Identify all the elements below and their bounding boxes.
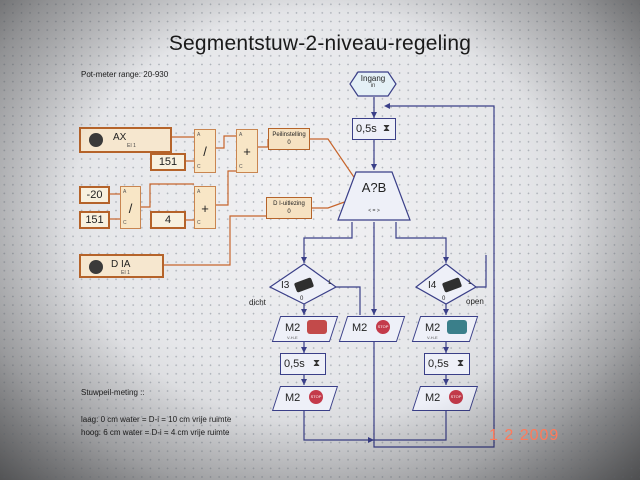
constant-4[interactable]: 4	[150, 211, 186, 229]
plus-symbol: +	[201, 201, 209, 216]
page-title: Segmentstuw-2-niveau-regeling	[168, 32, 472, 55]
wire-dia-to-uitl	[164, 215, 266, 266]
variable-peil-value: 0	[287, 140, 291, 146]
notes-heading: Stuwpeil-meting ::	[81, 388, 145, 397]
variable-uitlezing[interactable]: D I-uitlezing 0	[266, 197, 312, 219]
hourglass-icon: ⧗	[313, 358, 321, 369]
range-note: Pot-meter range: 20-930	[81, 70, 169, 79]
wire-plus-to-peil	[258, 139, 269, 148]
input-ax-block[interactable]: AX EI 1	[79, 127, 172, 153]
stop-icon: STOP	[376, 320, 390, 334]
input-dia-sub: EI 1	[121, 270, 130, 276]
sensor-icon	[89, 260, 103, 274]
date-stamp: 1 2 2009	[489, 427, 560, 444]
wire-uitl-to-compare	[312, 199, 351, 209]
pin-a: A	[123, 189, 127, 195]
motor-icon	[447, 320, 467, 334]
sensor-icon	[89, 133, 103, 147]
input-dia-block[interactable]: D IA EI 1	[79, 254, 164, 278]
pin-c: C	[123, 220, 127, 226]
stop-icon: STOP	[449, 390, 463, 404]
wait-right-block[interactable]: 0,5s ⧗	[424, 353, 470, 375]
notes-line-2: hoog: 6 cm water = D-i = 4 cm vrije ruim…	[81, 428, 230, 437]
compare-label[interactable]: A?B	[361, 180, 387, 195]
m2-label: M2	[425, 392, 441, 404]
divide-operator-bottom[interactable]: A C /	[120, 186, 141, 229]
flow-left-bottom	[303, 411, 374, 441]
motor-left-run[interactable]: M2 V-H-E	[271, 316, 339, 342]
plus-operator-top[interactable]: A C +	[236, 129, 258, 173]
flow-left-one	[336, 286, 361, 315]
wait-top-block[interactable]: 0,5s ⧗	[352, 118, 396, 140]
m2-label: M2	[352, 322, 368, 334]
hourglass-icon: ⧗	[457, 358, 465, 369]
compare-shape	[337, 171, 411, 221]
wire-divide-to-plusb	[141, 183, 194, 208]
decision-left-input[interactable]: I3	[281, 280, 290, 291]
start-block[interactable]: Ingang in	[350, 74, 396, 89]
motor-left-stop[interactable]: M2 STOP	[271, 386, 339, 411]
pin-c: C	[197, 220, 201, 226]
divide-symbol: /	[203, 144, 207, 159]
flow-compare-right	[395, 222, 447, 263]
constant-151-top[interactable]: 151	[150, 153, 186, 171]
variable-uitl-value: 0	[287, 209, 291, 215]
decision-right-side-label: open	[466, 297, 484, 306]
motor-right-run[interactable]: M2 V-H-E	[411, 316, 479, 342]
start-shape	[349, 71, 397, 97]
motor-right-stop[interactable]: M2 STOP	[411, 386, 479, 411]
divide-operator-top[interactable]: A C /	[194, 129, 216, 173]
flow-compare-left	[303, 222, 353, 263]
decision-left-side-label: dicht	[249, 298, 266, 307]
notes-line-1: laag: 0 cm water = D-i = 10 cm vrije rui…	[81, 415, 232, 424]
pin-c: C	[239, 164, 243, 170]
flow-return	[373, 105, 495, 448]
wire-peil-to-compare	[310, 138, 361, 187]
hourglass-icon: ⧗	[383, 123, 391, 134]
m2-label: M2	[285, 392, 301, 404]
input-ax-label: AX	[113, 132, 127, 143]
wire-divide-to-plus	[216, 135, 236, 149]
flow-right-bottom	[374, 411, 447, 441]
input-ax-sub: EI 1	[127, 143, 136, 149]
wire-plusb-to-c	[216, 170, 236, 206]
flow-right-loop	[476, 255, 487, 288]
pin-c: C	[197, 164, 201, 170]
variable-peilinstelling[interactable]: Peilinstelling 0	[268, 128, 310, 150]
pin-a: A	[197, 189, 201, 195]
wait-left-label: 0,5s	[284, 358, 305, 370]
decision-right-one: 1	[468, 280, 472, 286]
variable-uitl-label: D I-uitlezing	[273, 201, 305, 207]
m2-label: M2	[285, 322, 301, 334]
decision-left-zero: 0	[300, 296, 304, 302]
motor-mid-stop[interactable]: M2 STOP	[338, 316, 406, 342]
variable-peil-label: Peilinstelling	[272, 132, 306, 138]
motor-icon	[307, 320, 327, 334]
plus-symbol: +	[243, 144, 251, 159]
compare-pins: < = >	[368, 208, 380, 214]
constant-151-bottom[interactable]: 151	[79, 211, 110, 229]
start-label: Ingang	[360, 74, 386, 83]
pin-a: A	[239, 132, 243, 138]
m2-label: M2	[425, 322, 441, 334]
pin-a: A	[197, 132, 201, 138]
start-sub: in	[370, 83, 376, 89]
wait-top-label: 0,5s	[356, 123, 377, 135]
wait-left-block[interactable]: 0,5s ⧗	[280, 353, 326, 375]
motor-right-dir: V-H-E	[427, 335, 438, 340]
stop-icon: STOP	[309, 390, 323, 404]
motor-left-dir: V-H-E	[287, 335, 298, 340]
decision-right-zero: 0	[442, 296, 446, 302]
decision-right-input[interactable]: I4	[428, 280, 437, 291]
wait-right-label: 0,5s	[428, 358, 449, 370]
constant-minus-20[interactable]: -20	[79, 186, 110, 204]
divide-symbol: /	[128, 201, 133, 216]
decision-left-one: 1	[328, 280, 332, 286]
plus-operator-bottom[interactable]: A C +	[194, 186, 216, 229]
input-dia-label: D IA	[111, 259, 131, 270]
